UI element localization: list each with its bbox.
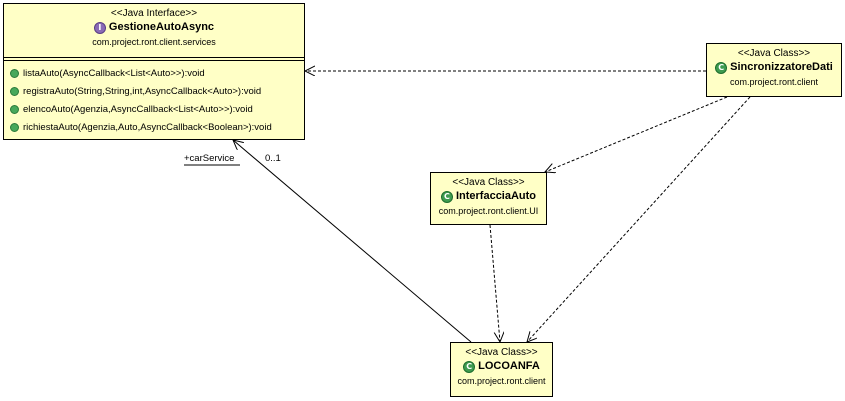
interface-name: GestioneAutoAsync	[108, 21, 215, 33]
public-operation-icon	[10, 86, 19, 96]
interface-method-list: listaAuto(AsyncCallback<List<Auto>>):voi…	[10, 64, 300, 136]
method-signature: elencoAuto(Agenzia,AsyncCallback<List<Au…	[23, 103, 253, 115]
class-stereotype: <<Java Class>>	[452, 177, 525, 188]
dependency-sincronizzatore-to-locoanfa	[527, 96, 751, 342]
method-lista-auto[interactable]: listaAuto(AsyncCallback<List<Auto>>):voi…	[10, 64, 300, 82]
method-elenco-auto[interactable]: elencoAuto(Agenzia,AsyncCallback<List<Au…	[10, 100, 300, 118]
public-operation-icon	[10, 122, 19, 132]
method-richiesta-auto[interactable]: richiestaAuto(Agenzia,Auto,AsyncCallback…	[10, 118, 300, 136]
interface-gestione-auto-async[interactable]: <<Java Interface>> I GestioneAutoAsync c…	[3, 3, 305, 140]
method-registra-auto[interactable]: registraAuto(String,String,int,AsyncCall…	[10, 82, 300, 100]
interface-divider-top	[4, 57, 304, 58]
class-locoanfa[interactable]: <<Java Class>> C LOCOANFA com.project.ro…	[450, 342, 553, 397]
class-name: SincronizzatoreDati	[730, 61, 833, 73]
interface-icon: I	[93, 21, 106, 34]
class-name: LOCOANFA	[478, 360, 540, 372]
class-interfaccia-auto[interactable]: <<Java Class>> C InterfacciaAuto com.pro…	[430, 172, 547, 225]
dependency-sincronizzatore-to-interfaccia	[545, 96, 728, 172]
class-package: com.project.ront.client.UI	[438, 206, 539, 216]
public-operation-icon	[10, 104, 19, 114]
method-signature: listaAuto(AsyncCallback<List<Auto>>):voi…	[23, 67, 205, 79]
class-icon: C	[715, 61, 728, 74]
association-locoanfa-to-interface	[233, 140, 472, 343]
class-package: com.project.ront.client	[729, 77, 819, 87]
class-package: com.project.ront.client	[457, 376, 546, 386]
method-signature: registraAuto(String,String,int,AsyncCall…	[23, 85, 262, 97]
interface-divider-bottom	[4, 60, 304, 61]
association-multiplicity-label: 0..1	[265, 153, 281, 164]
method-signature: richiestaAuto(Agenzia,Auto,AsyncCallback…	[23, 121, 272, 133]
class-stereotype: <<Java Class>>	[737, 48, 811, 59]
class-stereotype: <<Java Class>>	[465, 347, 538, 358]
class-name: InterfacciaAuto	[455, 190, 537, 202]
association-role-label: +carService	[184, 153, 235, 164]
class-sincronizzatore-dati[interactable]: <<Java Class>> C SincronizzatoreDati com…	[706, 43, 842, 97]
dependency-interfaccia-to-locoanfa	[489, 224, 500, 342]
class-icon: C	[440, 190, 453, 203]
interface-package: com.project.ront.client.services	[92, 37, 216, 47]
interface-stereotype: <<Java Interface>>	[110, 8, 198, 19]
class-icon: C	[463, 360, 476, 373]
public-operation-icon	[10, 68, 19, 78]
